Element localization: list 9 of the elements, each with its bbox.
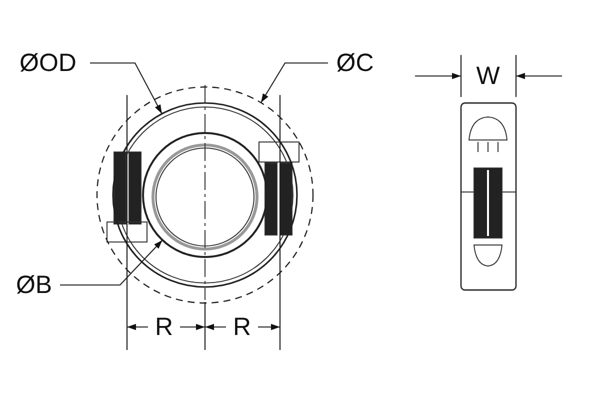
leader-line <box>60 240 163 286</box>
leader-line <box>260 62 328 103</box>
callout-label: ØOD <box>8 49 88 77</box>
callout-label: ØC <box>330 49 380 77</box>
dimension-label: W <box>475 62 501 90</box>
leader-line <box>90 62 162 114</box>
callout-label: ØB <box>10 271 58 299</box>
dimension-label: R <box>154 313 174 341</box>
dimension-label: R <box>232 313 252 341</box>
